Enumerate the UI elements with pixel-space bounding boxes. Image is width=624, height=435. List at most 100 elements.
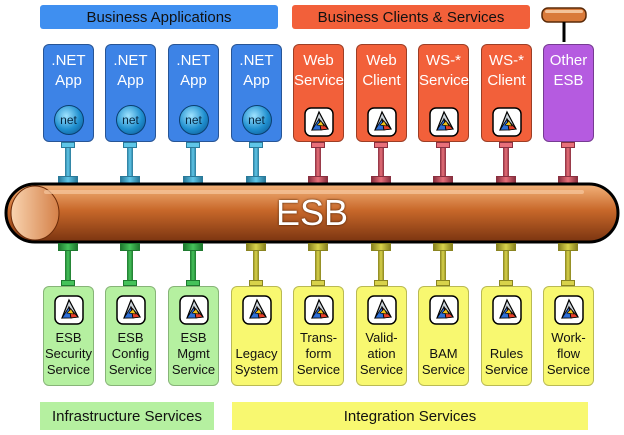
- connector-cap: [123, 142, 137, 148]
- bus-connector: [118, 243, 142, 286]
- bus-connector: [431, 142, 455, 184]
- connector-cap: [433, 243, 453, 251]
- service-icon: [178, 295, 209, 325]
- connector-cap: [186, 280, 200, 286]
- bus-connector: [118, 142, 142, 184]
- service-icon: [241, 295, 272, 325]
- connector-cap: [374, 142, 388, 148]
- component-label-line: Service: [546, 362, 591, 377]
- connector-stem: [127, 142, 133, 184]
- connector-cap: [183, 243, 203, 251]
- top-component-8: WS-*Client: [481, 44, 532, 142]
- component-label-line: ESB: [117, 330, 144, 345]
- component-label-line: Other: [549, 52, 588, 69]
- service-icon: [553, 295, 584, 325]
- component-label: .NET App: [232, 45, 281, 91]
- component-label-line: form: [305, 346, 332, 361]
- bus-connector: [369, 243, 393, 286]
- component-label-line: Service: [484, 362, 529, 377]
- service-icon: [491, 295, 522, 325]
- component-label-line: Service: [296, 362, 341, 377]
- connector-stem: [127, 243, 133, 286]
- connector-stem: [190, 243, 196, 286]
- component-label-line: Service: [419, 72, 470, 89]
- connector-cap: [61, 142, 75, 148]
- connector-cap: [558, 243, 578, 251]
- connector-cap: [496, 243, 516, 251]
- bus-connector: [369, 142, 393, 184]
- service-icon: [115, 295, 146, 325]
- top-component-7: WS-*Service: [418, 44, 469, 142]
- bus-connector: [56, 142, 80, 184]
- component-label-line: Service: [421, 362, 466, 377]
- connector-cap: [499, 280, 513, 286]
- component-label-line: ESB: [55, 330, 82, 345]
- net-icon-label: net: [248, 113, 265, 127]
- component-label-line: .NET: [113, 52, 148, 69]
- connector-cap: [499, 142, 513, 148]
- connector-cap: [61, 280, 75, 286]
- net-icon-label: net: [122, 113, 139, 127]
- connector-cap: [311, 142, 325, 148]
- connector-cap: [186, 142, 200, 148]
- bus-connector: [181, 243, 205, 286]
- component-label-line: Security: [45, 346, 92, 361]
- component-label-line: App: [117, 72, 144, 89]
- top-component-4: .NET App net: [231, 44, 282, 142]
- connector-stem: [440, 142, 446, 184]
- header-business-clients: Business Clients & Services: [292, 5, 530, 29]
- footer-integration-services-label: Integration Services: [343, 407, 477, 425]
- bus-connector: [306, 243, 330, 286]
- component-label-line: Legacy: [235, 346, 278, 361]
- service-icon: [366, 107, 397, 137]
- component-label-line: App: [243, 72, 270, 89]
- service-icon: [303, 295, 334, 325]
- bus-connector: [494, 243, 518, 286]
- component-label-line: .NET: [239, 52, 274, 69]
- service-icon: [366, 295, 397, 325]
- bus-connector: [306, 142, 330, 184]
- component-label-line: App: [55, 72, 82, 89]
- component-label-line: Client: [487, 72, 526, 89]
- connector-cap: [123, 280, 137, 286]
- component-label: WS-*Client: [482, 45, 531, 91]
- component-label: .NET App: [106, 45, 155, 91]
- connector-cap: [311, 280, 325, 286]
- connector-stem: [503, 243, 509, 286]
- bus-connector: [556, 142, 580, 184]
- service-icon: [303, 107, 334, 137]
- component-label-line: Mgmt: [177, 346, 210, 361]
- connector-cap: [249, 280, 263, 286]
- component-label-line: Valid-: [365, 330, 398, 345]
- service-icon: [428, 295, 459, 325]
- connector-cap: [561, 280, 575, 286]
- connector-cap: [120, 243, 140, 251]
- bus-connector: [56, 243, 80, 286]
- component-label-line: Service: [108, 362, 153, 377]
- component-label-line: ESB: [553, 72, 584, 89]
- net-icon: net: [53, 105, 84, 135]
- bus-connector: [244, 243, 268, 286]
- connector-stem: [253, 142, 259, 184]
- component-label-line: Work-: [551, 330, 586, 345]
- component-label-line: Trans-: [299, 330, 338, 345]
- connector-cap: [561, 142, 575, 148]
